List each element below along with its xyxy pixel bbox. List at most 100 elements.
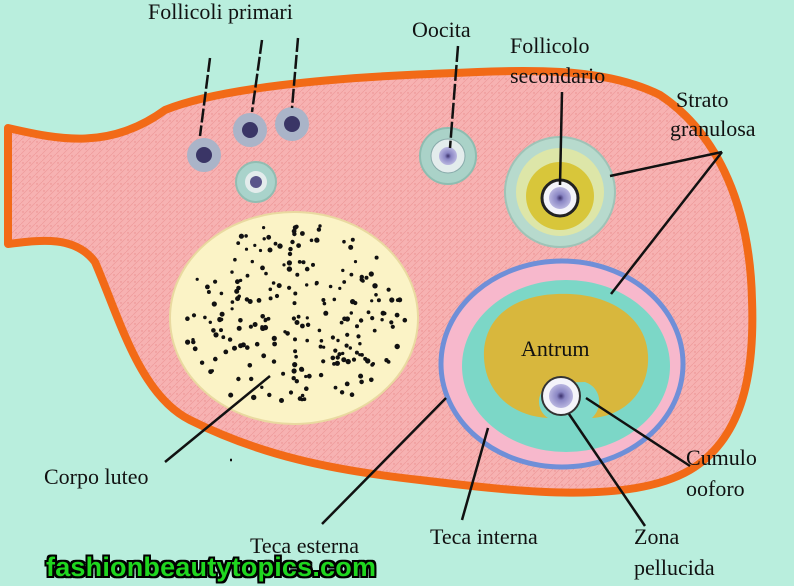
luteum-dot xyxy=(192,313,196,317)
luteum-dot xyxy=(321,359,325,363)
luteum-dot xyxy=(223,350,228,355)
luteum-dot xyxy=(200,361,204,365)
luteum-dot xyxy=(249,325,253,329)
luteum-dot xyxy=(193,346,198,351)
luteum-dot xyxy=(345,316,350,321)
luteum-dot xyxy=(365,276,369,280)
luteum-dot xyxy=(306,323,310,327)
luteum-dot xyxy=(298,260,302,264)
luteum-dot xyxy=(244,234,248,238)
luteum-dot xyxy=(351,238,355,242)
luteum-dot xyxy=(317,227,321,231)
luteum-dot xyxy=(203,316,207,320)
luteum-dot xyxy=(352,358,356,362)
luteum-dot xyxy=(293,337,297,341)
luteum-dot xyxy=(212,301,217,306)
luteum-dot xyxy=(296,243,301,248)
luteum-dot xyxy=(234,289,239,294)
luteum-dot xyxy=(268,248,273,253)
luteum-dot xyxy=(314,238,319,243)
luteum-dot xyxy=(277,283,282,288)
luteum-dot xyxy=(231,300,235,304)
luteum-dot xyxy=(272,336,277,341)
luteum-dot xyxy=(267,393,271,397)
luteum-dot xyxy=(305,339,309,343)
luteum-dot xyxy=(219,328,223,332)
luteum-dot xyxy=(277,243,282,248)
luteum-dot xyxy=(300,368,304,372)
luteum-dot xyxy=(345,382,350,387)
luteum-dot xyxy=(263,237,266,240)
luteum-dot xyxy=(287,286,291,290)
luteum-dot xyxy=(261,353,266,358)
luteum-dot xyxy=(337,352,341,356)
luteum-dot xyxy=(389,297,394,302)
luteum-dot xyxy=(322,346,325,349)
luteum-dot xyxy=(293,301,297,305)
luteum-dot xyxy=(295,273,299,277)
luteum-dot xyxy=(251,395,256,400)
label-strato-granulosa-1: Strato xyxy=(676,87,729,112)
luteum-dot xyxy=(260,266,265,271)
corpus-luteum xyxy=(170,212,418,424)
luteum-dot xyxy=(255,342,260,347)
luteum-dot xyxy=(318,224,321,227)
luteum-dot xyxy=(374,293,378,297)
luteum-dot xyxy=(220,312,225,317)
oocyte-follicle xyxy=(420,128,476,184)
luteum-dot xyxy=(370,363,374,367)
luteum-dot xyxy=(259,249,262,252)
luteum-dot xyxy=(389,320,393,324)
luteum-dot xyxy=(341,357,346,362)
luteum-dot xyxy=(248,299,253,304)
luteum-dot xyxy=(305,283,308,286)
luteum-dot xyxy=(287,266,292,271)
luteum-dot xyxy=(342,280,346,284)
luteum-dot xyxy=(306,316,309,319)
luteum-dot xyxy=(232,346,237,351)
luteum-dot xyxy=(304,375,307,378)
luteum-dot xyxy=(231,307,234,310)
luteum-dot xyxy=(355,351,359,355)
luteum-dot xyxy=(298,396,303,401)
luteum-dot xyxy=(237,295,241,299)
luteum-dot xyxy=(282,263,285,266)
luteum-dot xyxy=(257,298,262,303)
luteum-dot xyxy=(213,280,217,284)
luteum-dot xyxy=(345,333,349,337)
luteum-dot xyxy=(361,279,365,283)
luteum-dot xyxy=(370,316,374,320)
label-cumulo-ooforo-1: Cumulo xyxy=(686,445,757,470)
luteum-dot xyxy=(318,329,322,333)
luteum-dot xyxy=(249,377,253,381)
luteum-dot xyxy=(269,296,273,300)
luteum-dot xyxy=(283,330,286,333)
luteum-dot xyxy=(320,339,324,343)
luteum-dot xyxy=(375,256,379,260)
luteum-dot xyxy=(293,292,297,296)
luteum-dot xyxy=(358,374,363,379)
luteum-dot xyxy=(230,270,233,273)
luteum-dot xyxy=(239,279,242,282)
luteum-dot xyxy=(237,326,242,331)
luteum-dot xyxy=(300,324,305,329)
luteum-dot xyxy=(209,321,212,324)
watermark: fashionbeautytopics.com xyxy=(46,552,376,583)
antral-follicle xyxy=(441,261,683,467)
luteum-dot xyxy=(274,242,278,246)
luteum-dot xyxy=(263,325,268,330)
luteum-dot xyxy=(253,244,256,247)
luteum-dot xyxy=(340,321,344,325)
luteum-dot xyxy=(221,335,225,339)
luteum-dot xyxy=(251,260,254,263)
luteum-dot xyxy=(311,263,315,267)
luteum-dot xyxy=(358,342,361,345)
luteum-dot xyxy=(266,235,271,240)
luteum-dot xyxy=(350,392,355,397)
label-zona-pellucida-2: pellucida xyxy=(634,555,715,580)
luteum-dot xyxy=(359,380,364,385)
luteum-dot xyxy=(260,314,265,319)
luteum-dot xyxy=(350,311,353,314)
luteum-dot xyxy=(292,368,297,373)
